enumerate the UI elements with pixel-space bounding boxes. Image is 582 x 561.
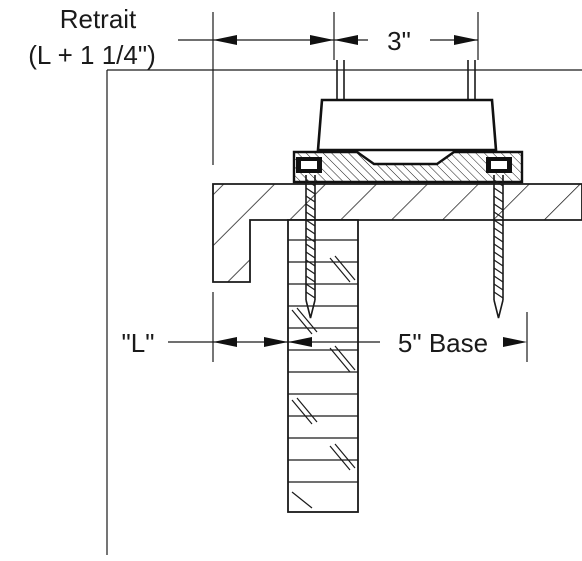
setback-formula-label: (L + 1 1/4"): [28, 40, 156, 70]
post-width-dimension: [334, 35, 478, 45]
base-plate-anchors: [296, 157, 512, 173]
setback-dimension: [178, 35, 334, 45]
base-label: 5" Base: [398, 328, 488, 358]
lag-screw-right: [493, 175, 504, 319]
joist-grain-lines: [288, 239, 358, 483]
setback-label: Retrait: [60, 4, 137, 34]
l-label: "L": [122, 328, 155, 358]
deck-slab: [212, 183, 582, 283]
l-dimension: [168, 337, 288, 347]
wood-joist: [287, 219, 359, 513]
post-width-label: 3": [387, 26, 411, 56]
base-plate: [292, 150, 524, 184]
joist-grain-ticks: [291, 255, 356, 509]
lag-screw-left: [305, 175, 316, 319]
base-dimension: [288, 337, 527, 347]
railing-post: [316, 60, 498, 152]
